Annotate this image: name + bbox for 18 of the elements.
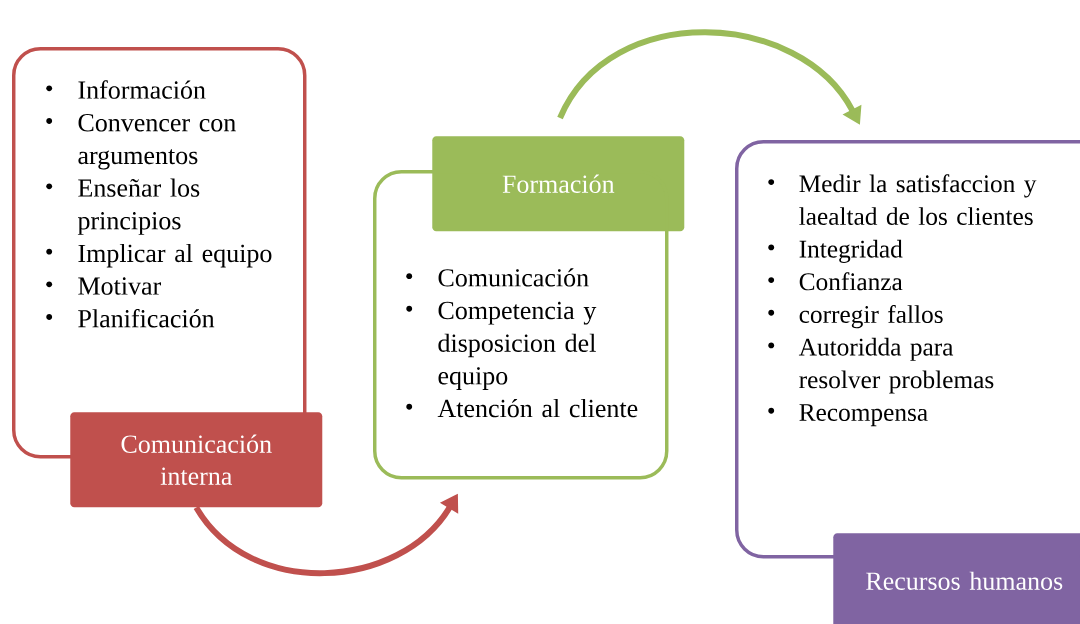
label-box: Formación xyxy=(432,136,685,232)
bullet-item: Implicar al equipo xyxy=(46,243,272,268)
bullet-item: Integridad xyxy=(768,239,903,263)
bullet-item: Información xyxy=(46,80,206,99)
label-box: Recursos humanos xyxy=(833,533,1080,624)
bullet-item: Motivar xyxy=(46,277,161,295)
bullet-item: Comunicación xyxy=(406,268,589,287)
bullet-item: Convencer con argumentos xyxy=(46,114,236,170)
bullet-item: Enseñar los principios xyxy=(46,178,200,235)
bullet-item: Autoridda para resolver problemas xyxy=(768,337,994,394)
bullet-item: Atención al cliente xyxy=(406,398,638,418)
bullet-item: corregir fallos xyxy=(768,304,943,329)
bullet-item: Recompensa xyxy=(768,404,928,427)
bullet-item: Medir la satisfaccion y laealtad de los clientes xyxy=(768,174,1037,225)
bullet-item: Planificación xyxy=(46,308,215,328)
bullet-item: Confianza xyxy=(768,272,903,291)
bullet-item: Competencia y disposicion del equipo xyxy=(406,301,597,390)
label-box: Comunicación interna xyxy=(70,412,323,508)
